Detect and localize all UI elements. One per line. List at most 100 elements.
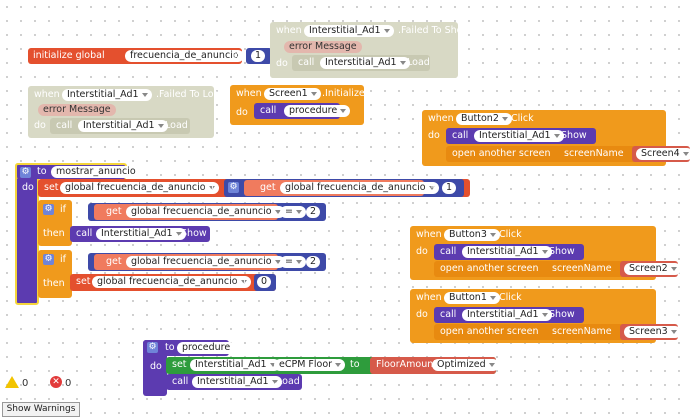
get-label: get bbox=[106, 256, 122, 267]
component-dropdown[interactable]: Button1 bbox=[444, 292, 500, 304]
open-another-screen-block[interactable]: open another screen screenName Screen2 bbox=[434, 261, 681, 277]
procedure-name-field[interactable]: procedure bbox=[177, 342, 236, 354]
number-value[interactable]: 1 bbox=[251, 50, 266, 62]
procedure-dropdown[interactable]: procedure bbox=[284, 105, 351, 117]
target-dropdown[interactable]: Interstitial_Ad1 bbox=[462, 309, 552, 321]
target-dropdown[interactable]: Interstitial_Ad1 bbox=[320, 57, 410, 69]
variable-dropdown[interactable]: global frecuencia_de_anuncio bbox=[60, 182, 219, 194]
addition-block[interactable]: ⚙ get global frecuencia_de_anuncio + 1 bbox=[224, 179, 464, 197]
component-dropdown[interactable]: Interstitial_Ad1 bbox=[62, 89, 152, 101]
call-label: call bbox=[56, 120, 73, 131]
failed-to-show-event-block[interactable]: when Interstitial_Ad1 .Failed To Show er… bbox=[270, 22, 470, 78]
compare-block-1[interactable]: get global frecuencia_de_anuncio = 2 bbox=[88, 203, 326, 221]
component-dropdown[interactable]: Interstitial_Ad1 bbox=[304, 25, 394, 37]
gear-icon[interactable]: ⚙ bbox=[43, 204, 54, 215]
open-another-screen-block[interactable]: open another screen screenName Screen4 bbox=[446, 146, 690, 162]
get-variable-block[interactable]: get global frecuencia_de_anuncio bbox=[94, 204, 285, 220]
procedure-header[interactable]: ⚙ to procedure bbox=[143, 340, 236, 356]
component-dropdown[interactable]: Screen1 bbox=[264, 88, 321, 100]
set-property-block[interactable]: set Interstitial_Ad1 eCPM Floor to Floor… bbox=[166, 357, 499, 374]
method-label: .Load bbox=[274, 376, 300, 387]
get-variable-block[interactable]: get global frecuencia_de_anuncio bbox=[244, 180, 439, 196]
target-dropdown[interactable]: Interstitial_Ad1 bbox=[192, 376, 282, 388]
screen-dropdown[interactable]: Screen3 bbox=[624, 326, 681, 338]
operator-dropdown[interactable]: = bbox=[280, 206, 306, 218]
warning-count: 0 bbox=[22, 378, 29, 389]
set-global-zero-block[interactable]: set global frecuencia_de_anuncio to 0 bbox=[70, 274, 276, 291]
gear-icon[interactable]: ⚙ bbox=[147, 342, 158, 353]
warning-icon bbox=[5, 376, 19, 388]
call-show-block[interactable]: call Interstitial_Ad1 .Show bbox=[434, 244, 584, 260]
get-label: get bbox=[106, 206, 122, 217]
if-block-2[interactable]: ⚙ if then bbox=[38, 250, 72, 298]
call-label: call bbox=[440, 246, 457, 257]
target-dropdown[interactable]: Interstitial_Ad1 bbox=[190, 359, 280, 371]
do-label: do bbox=[236, 107, 248, 118]
number-value[interactable]: 1 bbox=[442, 182, 457, 194]
number-block[interactable]: 1 bbox=[246, 48, 272, 64]
show-warnings-button[interactable]: Show Warnings bbox=[2, 402, 80, 417]
set-global-block[interactable]: set global frecuencia_de_anuncio to ⚙ ge… bbox=[38, 179, 470, 197]
property-dropdown[interactable]: eCPM Floor bbox=[274, 359, 346, 371]
screen-initialize-event-block[interactable]: when Screen1 .Initialize do call procedu… bbox=[230, 85, 365, 125]
failed-to-load-event-block[interactable]: when Interstitial_Ad1 .Failed To Load er… bbox=[28, 86, 225, 138]
component-dropdown[interactable]: Button2 bbox=[456, 113, 512, 125]
procedure-header[interactable]: ⚙ to mostrar_anuncio bbox=[15, 163, 141, 179]
screen-name-label: screenName bbox=[552, 326, 612, 337]
call-load-block[interactable]: call Interstitial_Ad1 .Load bbox=[50, 118, 190, 134]
call-label: call bbox=[452, 130, 469, 141]
gear-icon[interactable]: ⚙ bbox=[20, 167, 31, 178]
do-label: do bbox=[22, 182, 34, 193]
screen-name-label: screenName bbox=[552, 263, 612, 274]
param-error-message[interactable]: error Message bbox=[284, 41, 362, 53]
screen-text-block[interactable]: Screen3 bbox=[620, 324, 681, 340]
open-another-screen-block[interactable]: open another screen screenName Screen3 bbox=[434, 324, 681, 340]
screen-text-block[interactable]: Screen4 bbox=[632, 146, 690, 162]
screen-text-block[interactable]: Screen2 bbox=[620, 261, 681, 277]
variable-dropdown[interactable]: global frecuencia_de_anuncio bbox=[126, 206, 285, 218]
if-block-1[interactable]: ⚙ if then bbox=[38, 200, 72, 246]
target-dropdown[interactable]: Interstitial_Ad1 bbox=[96, 228, 186, 240]
target-dropdown[interactable]: Interstitial_Ad1 bbox=[474, 130, 564, 142]
number-value[interactable]: 2 bbox=[306, 206, 321, 218]
call-show-block[interactable]: call Interstitial_Ad1 .Show bbox=[446, 128, 596, 144]
number-value[interactable]: 0 bbox=[257, 276, 272, 288]
init-global-block[interactable]: initialize global frecuencia_de_anuncio … bbox=[28, 48, 272, 64]
compare-block-2[interactable]: get global frecuencia_de_anuncio = 2 bbox=[88, 253, 326, 271]
open-screen-label: open another screen bbox=[440, 263, 539, 274]
call-procedure-block[interactable]: call procedure bbox=[254, 103, 351, 119]
variable-dropdown[interactable]: global frecuencia_de_anuncio bbox=[280, 182, 439, 194]
if-label: if bbox=[60, 204, 66, 215]
screen-dropdown[interactable]: Screen2 bbox=[624, 263, 681, 275]
param-error-message[interactable]: error Message bbox=[38, 104, 116, 116]
gear-icon[interactable]: ⚙ bbox=[43, 254, 54, 265]
component-dropdown[interactable]: Button3 bbox=[444, 229, 500, 241]
call-load-block[interactable]: call Interstitial_Ad1 .Load bbox=[292, 55, 430, 71]
variable-dropdown[interactable]: global frecuencia_de_anuncio bbox=[92, 276, 251, 288]
screen-dropdown[interactable]: Screen4 bbox=[636, 148, 690, 160]
button2-click-event-block[interactable]: when Button2 .Click do call Interstitial… bbox=[422, 110, 690, 166]
to-label: to bbox=[165, 342, 175, 353]
procedure-name-field[interactable]: mostrar_anuncio bbox=[51, 166, 141, 178]
floor-amount-dropdown[interactable]: Optimized bbox=[432, 359, 499, 371]
button1-click-event-block[interactable]: when Button1 .Click do call Interstitial… bbox=[410, 289, 681, 343]
number-value[interactable]: 2 bbox=[306, 256, 321, 268]
target-dropdown[interactable]: Interstitial_Ad1 bbox=[78, 120, 168, 132]
call-show-block[interactable]: call Interstitial_Ad1 .Show bbox=[434, 307, 584, 323]
call-load-block[interactable]: call Interstitial_Ad1 .Load bbox=[166, 374, 302, 390]
button3-click-event-block[interactable]: when Button3 .Click do call Interstitial… bbox=[410, 226, 681, 280]
call-show-block[interactable]: call Interstitial_Ad1 .Show bbox=[70, 226, 210, 242]
number-block[interactable]: 0 bbox=[254, 274, 276, 291]
do-label: do bbox=[416, 309, 428, 320]
to-label: to bbox=[204, 182, 214, 193]
floor-amount-block[interactable]: FloorAmount Optimized bbox=[370, 357, 499, 374]
gear-icon[interactable]: ⚙ bbox=[228, 182, 239, 193]
variable-dropdown[interactable]: global frecuencia_de_anuncio bbox=[126, 256, 285, 268]
target-dropdown[interactable]: Interstitial_Ad1 bbox=[462, 246, 552, 258]
if-label: if bbox=[60, 254, 66, 265]
do-label: do bbox=[276, 58, 288, 69]
init-global-name-field[interactable]: frecuencia_de_anuncio bbox=[125, 50, 244, 62]
operator-dropdown[interactable]: = bbox=[280, 256, 306, 268]
get-variable-block[interactable]: get global frecuencia_de_anuncio bbox=[94, 254, 285, 270]
open-screen-label: open another screen bbox=[440, 326, 539, 337]
